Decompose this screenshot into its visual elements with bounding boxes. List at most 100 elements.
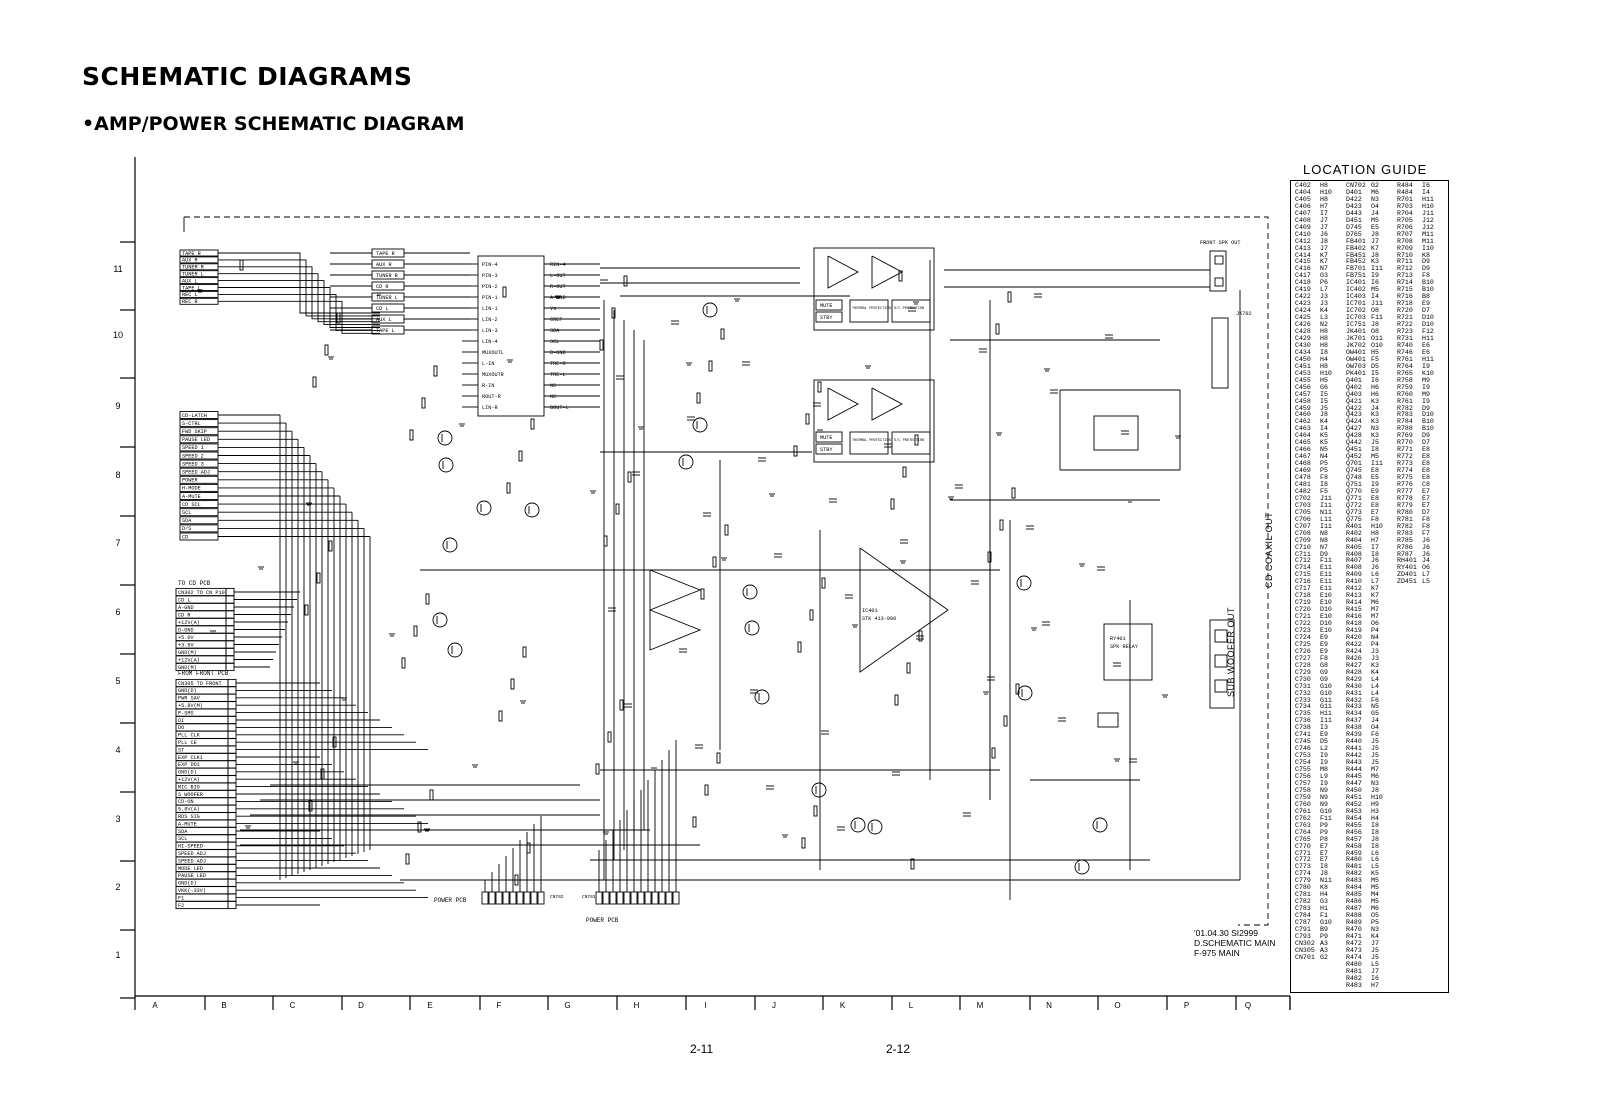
ic703-pin-left: L-IN [482, 361, 494, 367]
location-guide-loc: D5 [1371, 362, 1379, 370]
location-guide-ref: R774 [1397, 467, 1413, 475]
ic703-pin-right: SDA [550, 328, 560, 334]
front-pcb-pin-label: F1 [178, 895, 184, 901]
location-guide-ref: C478 [1295, 474, 1311, 482]
location-guide-loc: E5 [1371, 223, 1379, 231]
front-pcb-pin-label: MODE LED [178, 866, 203, 872]
front-pcb-pin-label: SCL [178, 836, 187, 842]
location-guide-loc: I8 [1371, 842, 1379, 850]
front-pcb-pin-num [227, 900, 237, 910]
ic703-pin-right: TRE-R [550, 361, 566, 367]
front-pcb-pin-num [227, 819, 237, 828]
location-guide-ref: R769 [1397, 432, 1413, 440]
location-guide-ref: C712 [1295, 557, 1311, 565]
from-front-title: FROM FRONT PCB [178, 670, 229, 677]
location-guide-loc: L4 [1371, 675, 1379, 683]
location-guide-ref: C729 [1295, 668, 1311, 676]
location-guide-loc: N3 [1371, 779, 1379, 787]
location-guide-loc: M11 [1422, 237, 1434, 245]
stby-label: STBY [820, 447, 833, 453]
location-guide-loc: I10 [1422, 244, 1434, 252]
grid-row-label: 7 [115, 538, 120, 548]
location-guide-loc: M7 [1371, 613, 1379, 621]
location-guide-loc: E8 [1422, 446, 1430, 454]
location-guide-ref: R703 [1397, 202, 1413, 210]
transistor [447, 642, 463, 658]
transistor [692, 417, 708, 433]
resistor [894, 694, 899, 706]
location-guide-loc: H11 [1422, 334, 1434, 342]
resistor [991, 747, 996, 759]
location-guide-loc: H10 [1371, 522, 1383, 530]
location-guide-ref: R713 [1397, 272, 1413, 280]
input-pin-label: REC L [182, 292, 198, 298]
grid-col-label: H [634, 1001, 640, 1010]
location-guide-loc: J4 [1422, 557, 1430, 565]
location-guide-loc: L5 [1371, 960, 1379, 968]
ic703-body [477, 255, 545, 417]
location-guide-loc: B8 [1422, 293, 1430, 301]
power-pin [672, 891, 680, 905]
front-pcb-pin-num [227, 701, 237, 710]
location-guide-ref: Q773 [1346, 508, 1362, 516]
power-pin [658, 891, 666, 905]
location-guide-loc: O10 [1371, 341, 1383, 349]
ic703-pin-right: BOUT-L [550, 405, 569, 411]
location-guide-loc: J5 [1371, 953, 1379, 961]
resistor [793, 445, 798, 457]
location-guide-ref: PK401 [1346, 369, 1366, 377]
location-guide-loc: N5 [1371, 703, 1379, 711]
front-pcb-pin-num [227, 849, 237, 858]
relay-label: SPK RELAY [1110, 644, 1139, 650]
location-guide-ref: R731 [1397, 334, 1413, 342]
location-guide-loc: L7 [1320, 286, 1328, 294]
location-guide-loc: I9 [1422, 383, 1430, 391]
location-guide-loc: E9 [1320, 647, 1328, 655]
location-guide-ref: C755 [1295, 766, 1311, 774]
location-guide-ref: R484 [1397, 182, 1413, 189]
location-guide-loc: N9 [1320, 793, 1328, 801]
location-guide-ref: C405 [1295, 195, 1311, 203]
grid-row-label: 5 [115, 676, 120, 686]
location-guide-loc: K4 [1320, 307, 1328, 315]
transistor [1016, 575, 1032, 591]
location-guide-ref: C734 [1295, 703, 1311, 711]
location-guide-ref: C779 [1295, 877, 1311, 885]
control-pin-label: D/S [182, 526, 191, 532]
location-guide-loc: I3 [1320, 724, 1328, 732]
resistor [502, 286, 507, 298]
location-guide-loc: G3 [1320, 898, 1328, 906]
transistor [432, 612, 448, 628]
location-guide-loc: J6 [1320, 230, 1328, 238]
ic702-block [1093, 415, 1139, 451]
location-guide-loc: M9 [1422, 376, 1430, 384]
location-guide-ref: R409 [1346, 571, 1362, 579]
location-guide-loc: N3 [1371, 195, 1379, 203]
location-guide-loc: D7 [1422, 508, 1430, 516]
location-guide-ref: FB401 [1346, 237, 1366, 245]
location-guide-ref: R481 [1346, 863, 1362, 871]
cd-coaxil-out-label: CD COAXIL OUT [1264, 511, 1274, 588]
